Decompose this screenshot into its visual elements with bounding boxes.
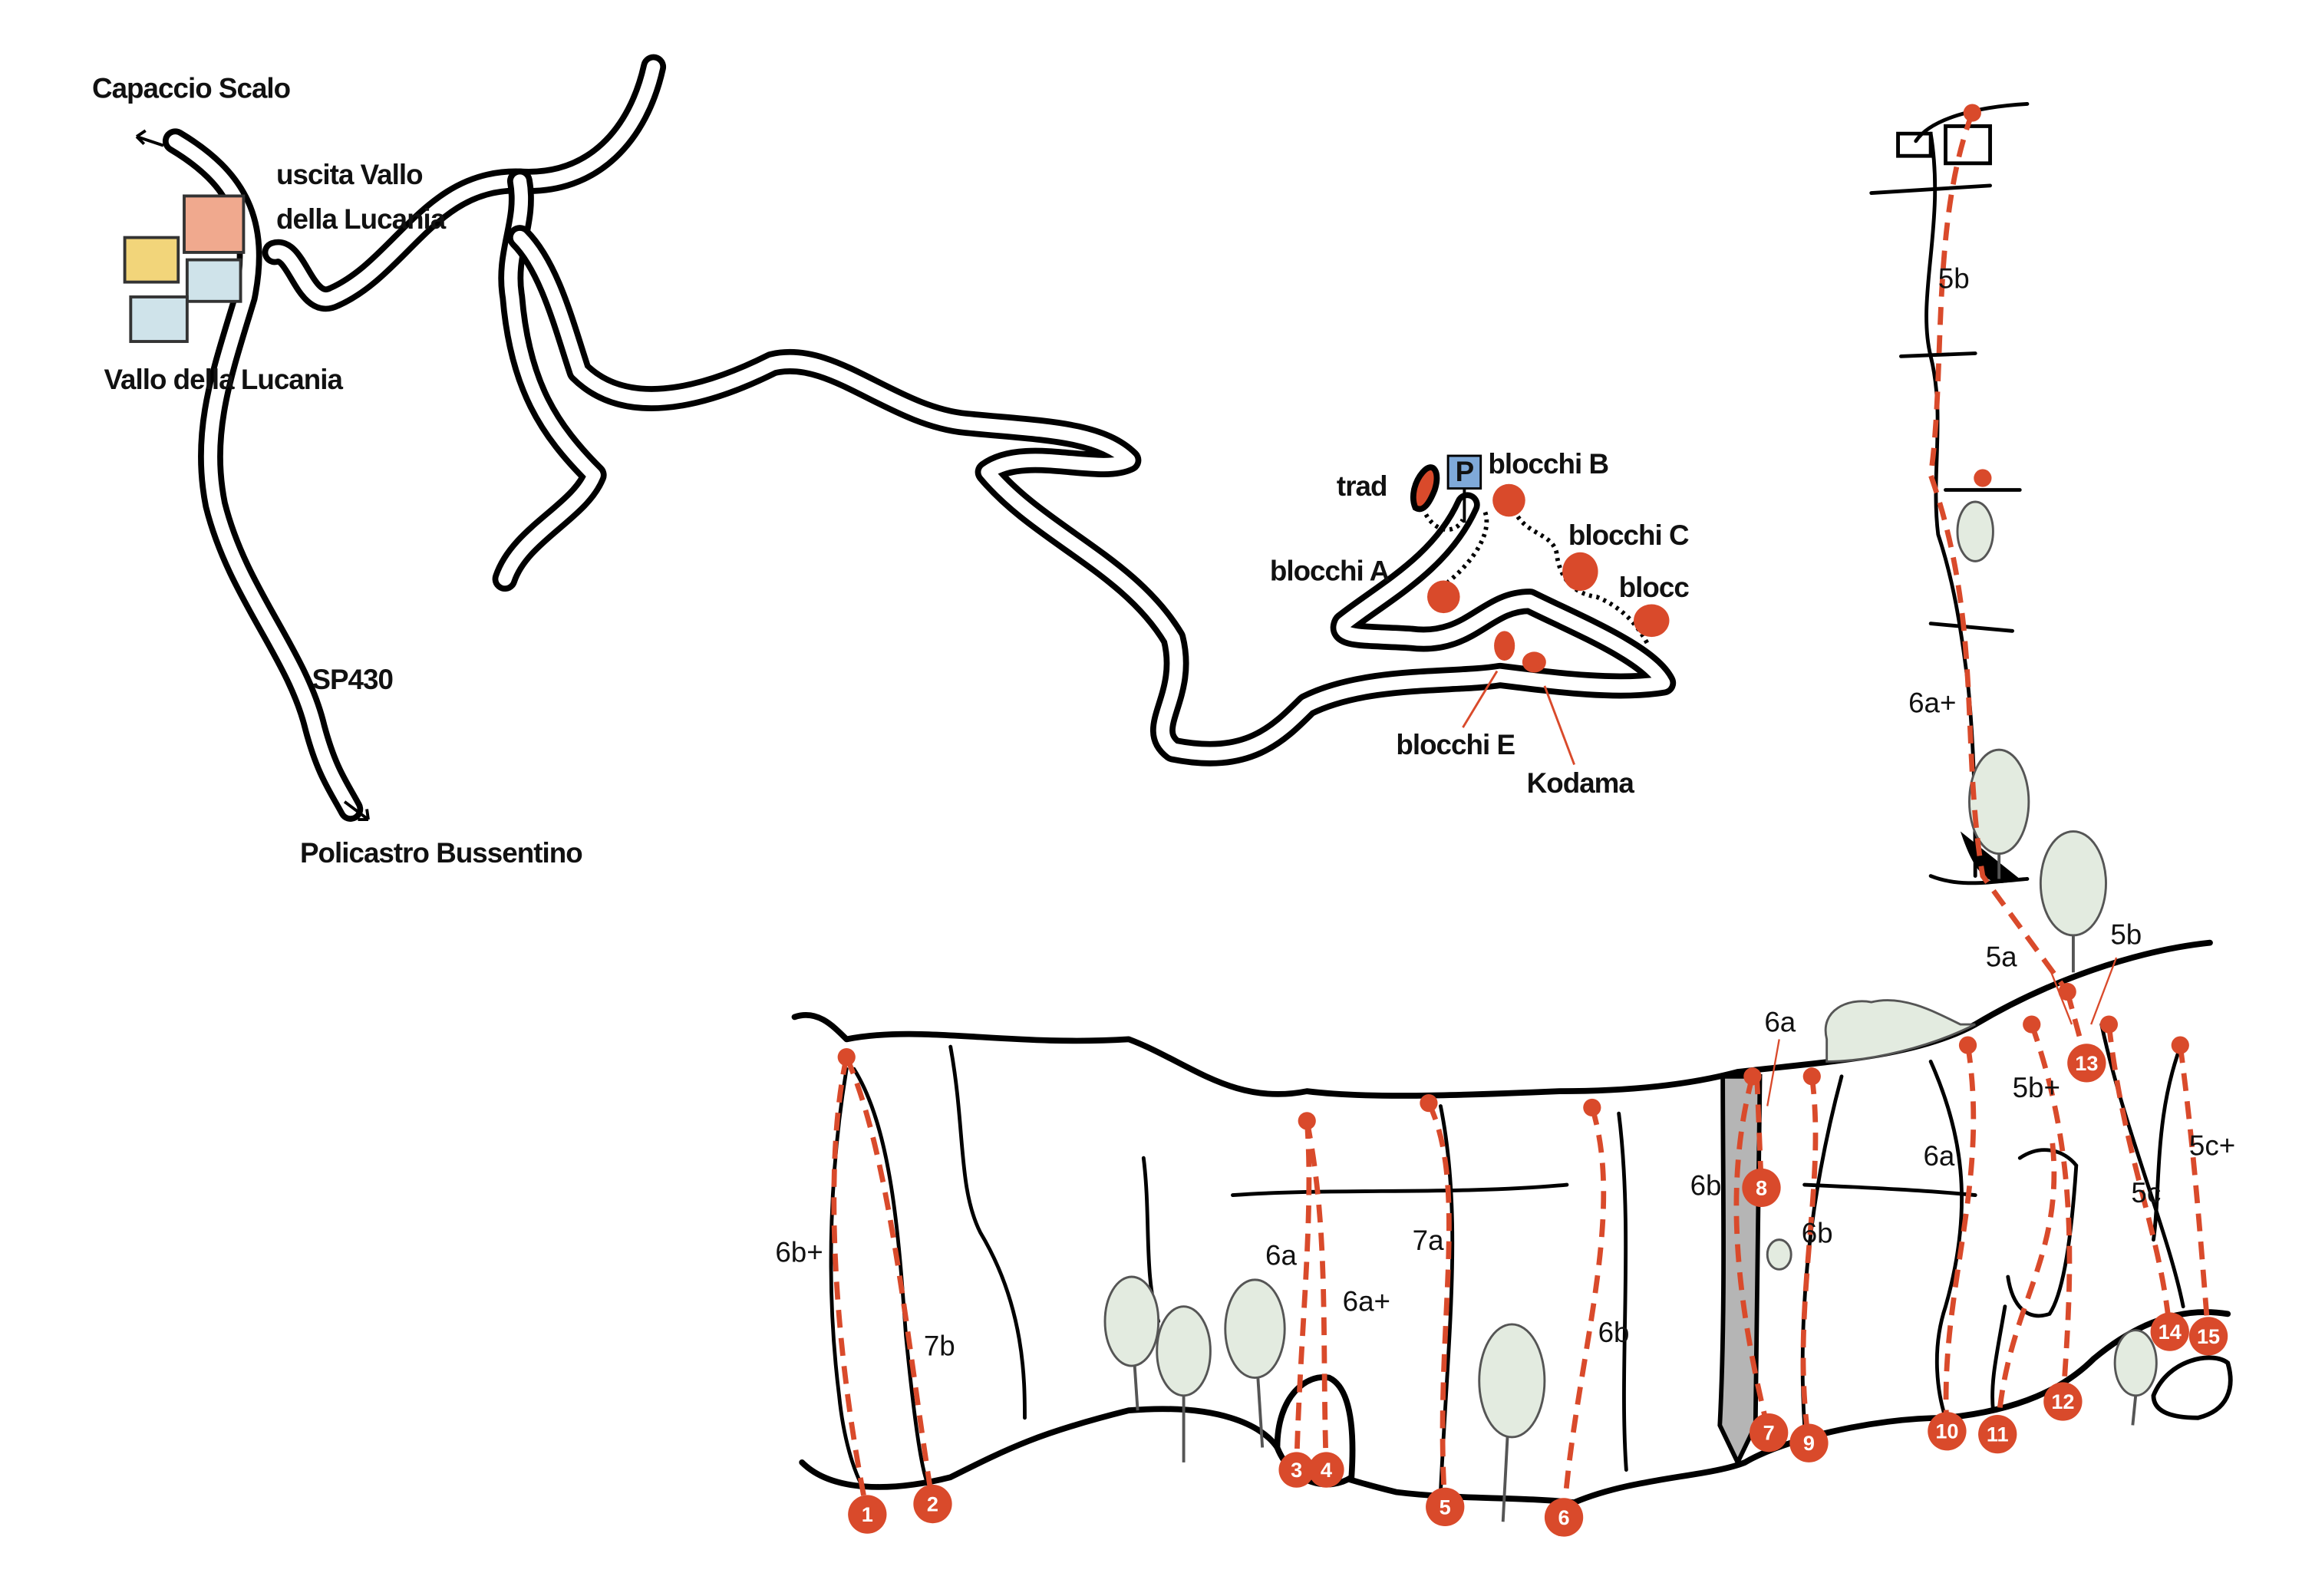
direction-arrow-capaccio-icon xyxy=(135,129,164,147)
svg-text:15: 15 xyxy=(2197,1324,2220,1348)
svg-text:11: 11 xyxy=(1987,1423,2009,1446)
route-badge-7[interactable]: 7 xyxy=(1750,1413,1789,1453)
route-badge-3[interactable]: 3 xyxy=(1278,1452,1314,1488)
route-badge-5[interactable]: 5 xyxy=(1426,1487,1465,1527)
route-badge-13[interactable]: 13 xyxy=(2067,1044,2106,1083)
grade-route-10: 6a xyxy=(1923,1140,1954,1172)
grade-route-8: 6a xyxy=(1764,1007,1796,1038)
tree-icon xyxy=(2113,1329,2158,1426)
svg-text:12: 12 xyxy=(2051,1390,2074,1413)
route-anchors xyxy=(837,104,2189,1130)
route-badge-4[interactable]: 4 xyxy=(1308,1452,1344,1488)
sector-blocchi-c[interactable] xyxy=(1562,552,1598,592)
sector-label-blocchi-e: blocchi E xyxy=(1396,729,1515,760)
route-badge-2[interactable]: 2 xyxy=(913,1484,952,1524)
town-label-vallo: Vallo della Lucania xyxy=(104,364,343,395)
grade-route-9: 6b xyxy=(1802,1218,1833,1249)
grade-route-3: 6a xyxy=(1265,1240,1297,1271)
road-label-sp430: SP430 xyxy=(312,664,393,695)
svg-text:14: 14 xyxy=(2159,1320,2182,1344)
parking-symbol: P xyxy=(1456,456,1474,487)
exit-label-line1: uscita Vallo xyxy=(276,159,423,190)
svg-text:8: 8 xyxy=(1756,1176,1767,1199)
town-houses-icon xyxy=(123,194,246,343)
route-badge-6[interactable]: 6 xyxy=(1544,1498,1584,1537)
tree-icon xyxy=(1103,1275,1160,1411)
grade-route-13: 5b xyxy=(2110,919,2142,951)
grade-route-14: 5c xyxy=(2131,1177,2161,1209)
route-lines xyxy=(831,111,2211,1518)
sector-blocchi-d[interactable] xyxy=(1634,604,1670,638)
grade-route-2: 7b xyxy=(924,1331,955,1362)
sector-blocchi-a[interactable] xyxy=(1427,580,1460,614)
svg-text:10: 10 xyxy=(1935,1420,1958,1443)
grade-route-13-pitch-3: 5b xyxy=(1938,262,1970,294)
tree-icon xyxy=(1156,1305,1212,1462)
svg-text:2: 2 xyxy=(927,1492,938,1516)
sector-label-blocchi-c: blocchi C xyxy=(1568,519,1689,551)
grade-route-15: 5c+ xyxy=(2189,1129,2235,1161)
svg-text:1: 1 xyxy=(862,1502,873,1526)
tree-icon xyxy=(1968,748,2030,879)
svg-text:4: 4 xyxy=(1321,1458,1332,1482)
trees xyxy=(1103,500,2158,1522)
sector-label-blocchi-a: blocchi A xyxy=(1270,556,1390,587)
svg-text:5: 5 xyxy=(1440,1495,1451,1519)
exit-label-line2: della Lucania xyxy=(276,203,447,235)
route-badge-12[interactable]: 12 xyxy=(2043,1382,2083,1421)
trad-sector-icon[interactable] xyxy=(1410,464,1440,513)
grade-route-13-pitch-2: 6a+ xyxy=(1908,688,1956,719)
sector-label-kodama: Kodama xyxy=(1527,767,1635,799)
sector-blocchi-b[interactable] xyxy=(1492,483,1525,517)
grade-labels: 6b+ 7b 6a 6a+ 7a 6b 6b 6a 6b 6a 5b+ 5a 5… xyxy=(775,262,2235,1361)
grade-route-1: 6b+ xyxy=(775,1237,823,1268)
tree-icon xyxy=(1956,500,1994,562)
route-badge-9[interactable]: 9 xyxy=(1789,1423,1829,1462)
tree-icon xyxy=(1224,1278,1286,1448)
route-badge-8[interactable]: 8 xyxy=(1742,1168,1781,1208)
grade-route-11: 5b+ xyxy=(2013,1072,2060,1103)
svg-text:13: 13 xyxy=(2075,1051,2098,1075)
tree-icon xyxy=(1478,1323,1546,1522)
sector-blocchi-e[interactable] xyxy=(1494,631,1515,661)
tree-icon xyxy=(2039,830,2107,973)
sector-kodama[interactable] xyxy=(1522,651,1546,673)
direction-arrow-policastro-icon xyxy=(343,800,370,821)
crag-sectors: P xyxy=(1410,454,1670,765)
route-badge-1[interactable]: 1 xyxy=(848,1495,887,1534)
sector-label-blocchi-b: blocchi B xyxy=(1488,448,1608,480)
route-badge-10[interactable]: 10 xyxy=(1928,1412,1967,1451)
route-badge-15[interactable]: 15 xyxy=(2188,1317,2228,1356)
route-badge-14[interactable]: 14 xyxy=(2150,1312,2189,1351)
cliff-drawing xyxy=(791,102,2233,1505)
road-network xyxy=(162,54,1677,822)
svg-text:6: 6 xyxy=(1558,1505,1570,1529)
grade-route-4: 6a+ xyxy=(1343,1286,1390,1317)
town-label-capaccio: Capaccio Scalo xyxy=(92,73,291,104)
route-badge-11[interactable]: 11 xyxy=(1978,1414,2017,1454)
sector-label-blocchi-d: blocc xyxy=(1619,572,1690,603)
svg-text:9: 9 xyxy=(1803,1431,1815,1455)
sector-label-trad: trad xyxy=(1337,470,1387,502)
tree-icon xyxy=(1766,1238,1792,1271)
town-label-policastro: Policastro Bussentino xyxy=(300,837,582,869)
svg-text:3: 3 xyxy=(1291,1458,1302,1482)
grade-route-5: 7a xyxy=(1413,1225,1444,1256)
grade-route-12: 5a xyxy=(1986,941,2017,973)
grade-route-6: 6b xyxy=(1598,1317,1630,1348)
svg-text:7: 7 xyxy=(1763,1421,1775,1445)
route-badges: 1 2 3 4 5 6 7 8 9 10 11 12 13 14 15 xyxy=(848,1044,2228,1537)
grade-route-7: 6b xyxy=(1690,1170,1722,1202)
